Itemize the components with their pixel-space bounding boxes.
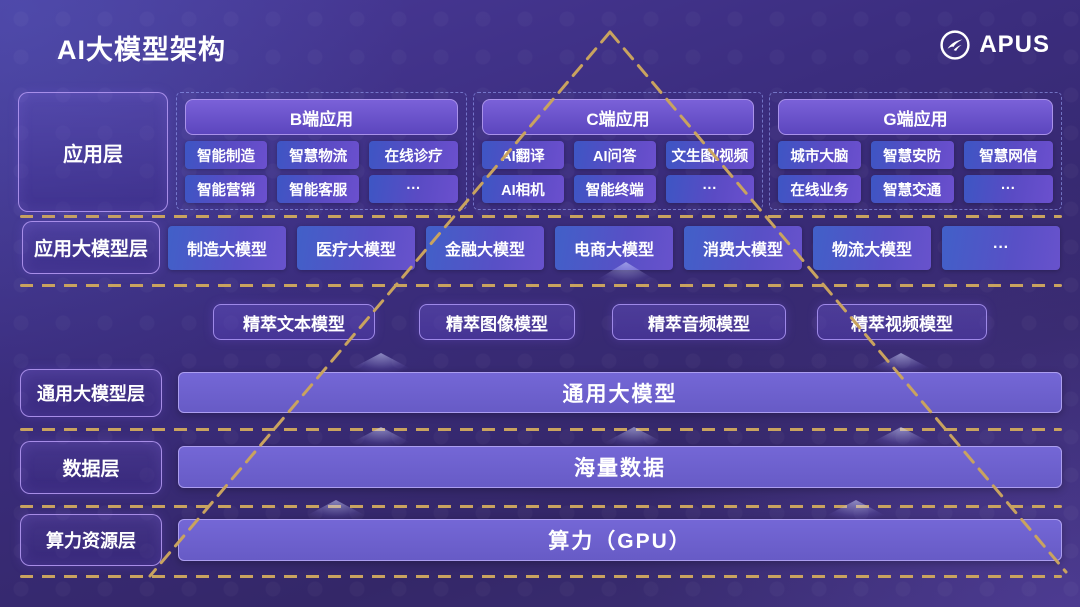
- layer-label-app-models: 应用大模型层: [22, 221, 160, 274]
- app-chip: 智能制造: [185, 141, 268, 169]
- dashed-separator: [20, 284, 1062, 287]
- model-chip: 消费大模型: [684, 226, 802, 270]
- group-header-g: G端应用: [778, 99, 1053, 135]
- app-chip: 智能营销: [185, 175, 268, 203]
- refined-model-box: 精萃视频模型: [817, 304, 987, 340]
- peak-decoration: [345, 353, 417, 372]
- refined-model-box: 精萃图像模型: [419, 304, 575, 340]
- group-b-apps: B端应用 智能制造 智慧物流 在线诊疗 智能营销 智能客服 ···: [176, 92, 467, 210]
- peak-decoration: [820, 500, 892, 519]
- app-chip-more: ···: [665, 175, 754, 203]
- model-chip-more: ···: [942, 226, 1060, 270]
- chip-grid-b: 智能制造 智慧物流 在线诊疗 智能营销 智能客服 ···: [185, 141, 458, 203]
- model-chip: 制造大模型: [168, 226, 286, 270]
- app-chip: AI问答: [573, 141, 656, 169]
- chip-grid-c: AI翻译 AI问答 文生图/视频 AI相机 智能终端 ···: [482, 141, 754, 203]
- layer-bar-data: 海量数据: [178, 446, 1062, 488]
- app-chip: 文生图/视频: [665, 141, 754, 169]
- layer-bar-compute: 算力（GPU）: [178, 519, 1062, 561]
- app-chip: 智慧交通: [870, 175, 954, 203]
- chip-grid-g: 城市大脑 智慧安防 智慧网信 在线业务 智慧交通 ···: [778, 141, 1053, 203]
- layer-label-general-model: 通用大模型层: [20, 369, 162, 417]
- app-chip-more: ···: [963, 175, 1053, 203]
- app-chip: 智慧物流: [277, 141, 360, 169]
- app-chip: 智慧安防: [870, 141, 954, 169]
- group-g-apps: G端应用 城市大脑 智慧安防 智慧网信 在线业务 智慧交通 ···: [769, 92, 1062, 210]
- app-chip: 在线业务: [778, 175, 861, 203]
- apus-bird-icon: [940, 30, 970, 60]
- layer-label-data: 数据层: [20, 441, 162, 494]
- peak-decoration: [865, 353, 937, 372]
- model-chip: 电商大模型: [555, 226, 673, 270]
- app-model-row: 制造大模型 医疗大模型 金融大模型 电商大模型 消费大模型 物流大模型 ···: [168, 226, 1060, 270]
- app-chip: AI相机: [482, 175, 564, 203]
- layer-bar-general-model: 通用大模型: [178, 372, 1062, 413]
- app-chip: 智能终端: [573, 175, 656, 203]
- model-chip: 医疗大模型: [297, 226, 415, 270]
- page-title: AI大模型架构: [57, 35, 226, 65]
- refined-model-box: 精萃文本模型: [213, 304, 375, 340]
- dashed-separator: [20, 505, 1062, 508]
- dashed-separator-pyramid-base: [20, 575, 1062, 578]
- refined-model-box: 精萃音频模型: [612, 304, 786, 340]
- group-c-apps: C端应用 AI翻译 AI问答 文生图/视频 AI相机 智能终端 ···: [473, 92, 763, 210]
- app-chip: 城市大脑: [778, 141, 861, 169]
- peak-decoration: [300, 500, 372, 519]
- app-chip: 智慧网信: [963, 141, 1053, 169]
- layer-label-compute: 算力资源层: [20, 514, 162, 566]
- app-chip: AI翻译: [482, 141, 564, 169]
- model-chip: 金融大模型: [426, 226, 544, 270]
- group-header-b: B端应用: [185, 99, 458, 135]
- app-chip: 智能客服: [277, 175, 360, 203]
- apus-logo: APUS: [940, 30, 1050, 60]
- group-header-c: C端应用: [482, 99, 754, 135]
- app-chip: 在线诊疗: [369, 141, 458, 169]
- model-chip: 物流大模型: [813, 226, 931, 270]
- apus-logo-text: APUS: [979, 31, 1050, 58]
- layer-label-application: 应用层: [18, 92, 168, 212]
- app-chip-more: ···: [369, 175, 458, 203]
- dashed-separator: [20, 428, 1062, 431]
- dashed-separator: [20, 215, 1062, 218]
